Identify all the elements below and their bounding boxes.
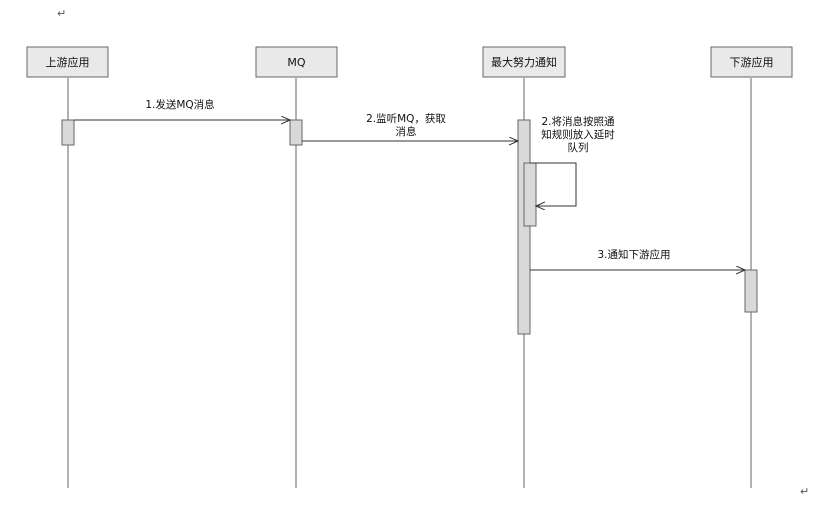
message-4-label: 3.通知下游应用 (597, 248, 670, 261)
paragraph-mark-bottom: ↵ (800, 485, 809, 498)
participant-notify-label: 最大努力通知 (491, 55, 557, 69)
participant-mq: MQ (255, 46, 338, 78)
participant-upstream: 上游应用 (26, 46, 109, 78)
message-3-label-line2: 知规则放入延时 (541, 128, 615, 141)
participant-downstream-label: 下游应用 (730, 55, 774, 69)
participant-downstream: 下游应用 (710, 46, 793, 78)
activation-notify (517, 119, 531, 335)
message-3-label-line1: 2.将消息按照通 (541, 115, 615, 128)
activation-mq (289, 119, 303, 146)
message-2-label-line2: 消息 (396, 125, 417, 138)
participant-mq-label: MQ (287, 56, 305, 69)
participant-notify: 最大努力通知 (482, 46, 566, 78)
message-3-label-line3: 队列 (568, 141, 589, 154)
activation-upstream (61, 119, 75, 146)
activation-downstream (744, 269, 758, 313)
message-2-label-line1: 2.监听MQ，获取 (366, 112, 446, 125)
paragraph-mark-top: ↵ (57, 7, 66, 20)
participant-upstream-label: 上游应用 (46, 55, 90, 69)
activation-notify-nested (523, 162, 537, 227)
message-1-label: 1.发送MQ消息 (145, 98, 214, 111)
message-3-self-arrow (530, 162, 577, 206)
